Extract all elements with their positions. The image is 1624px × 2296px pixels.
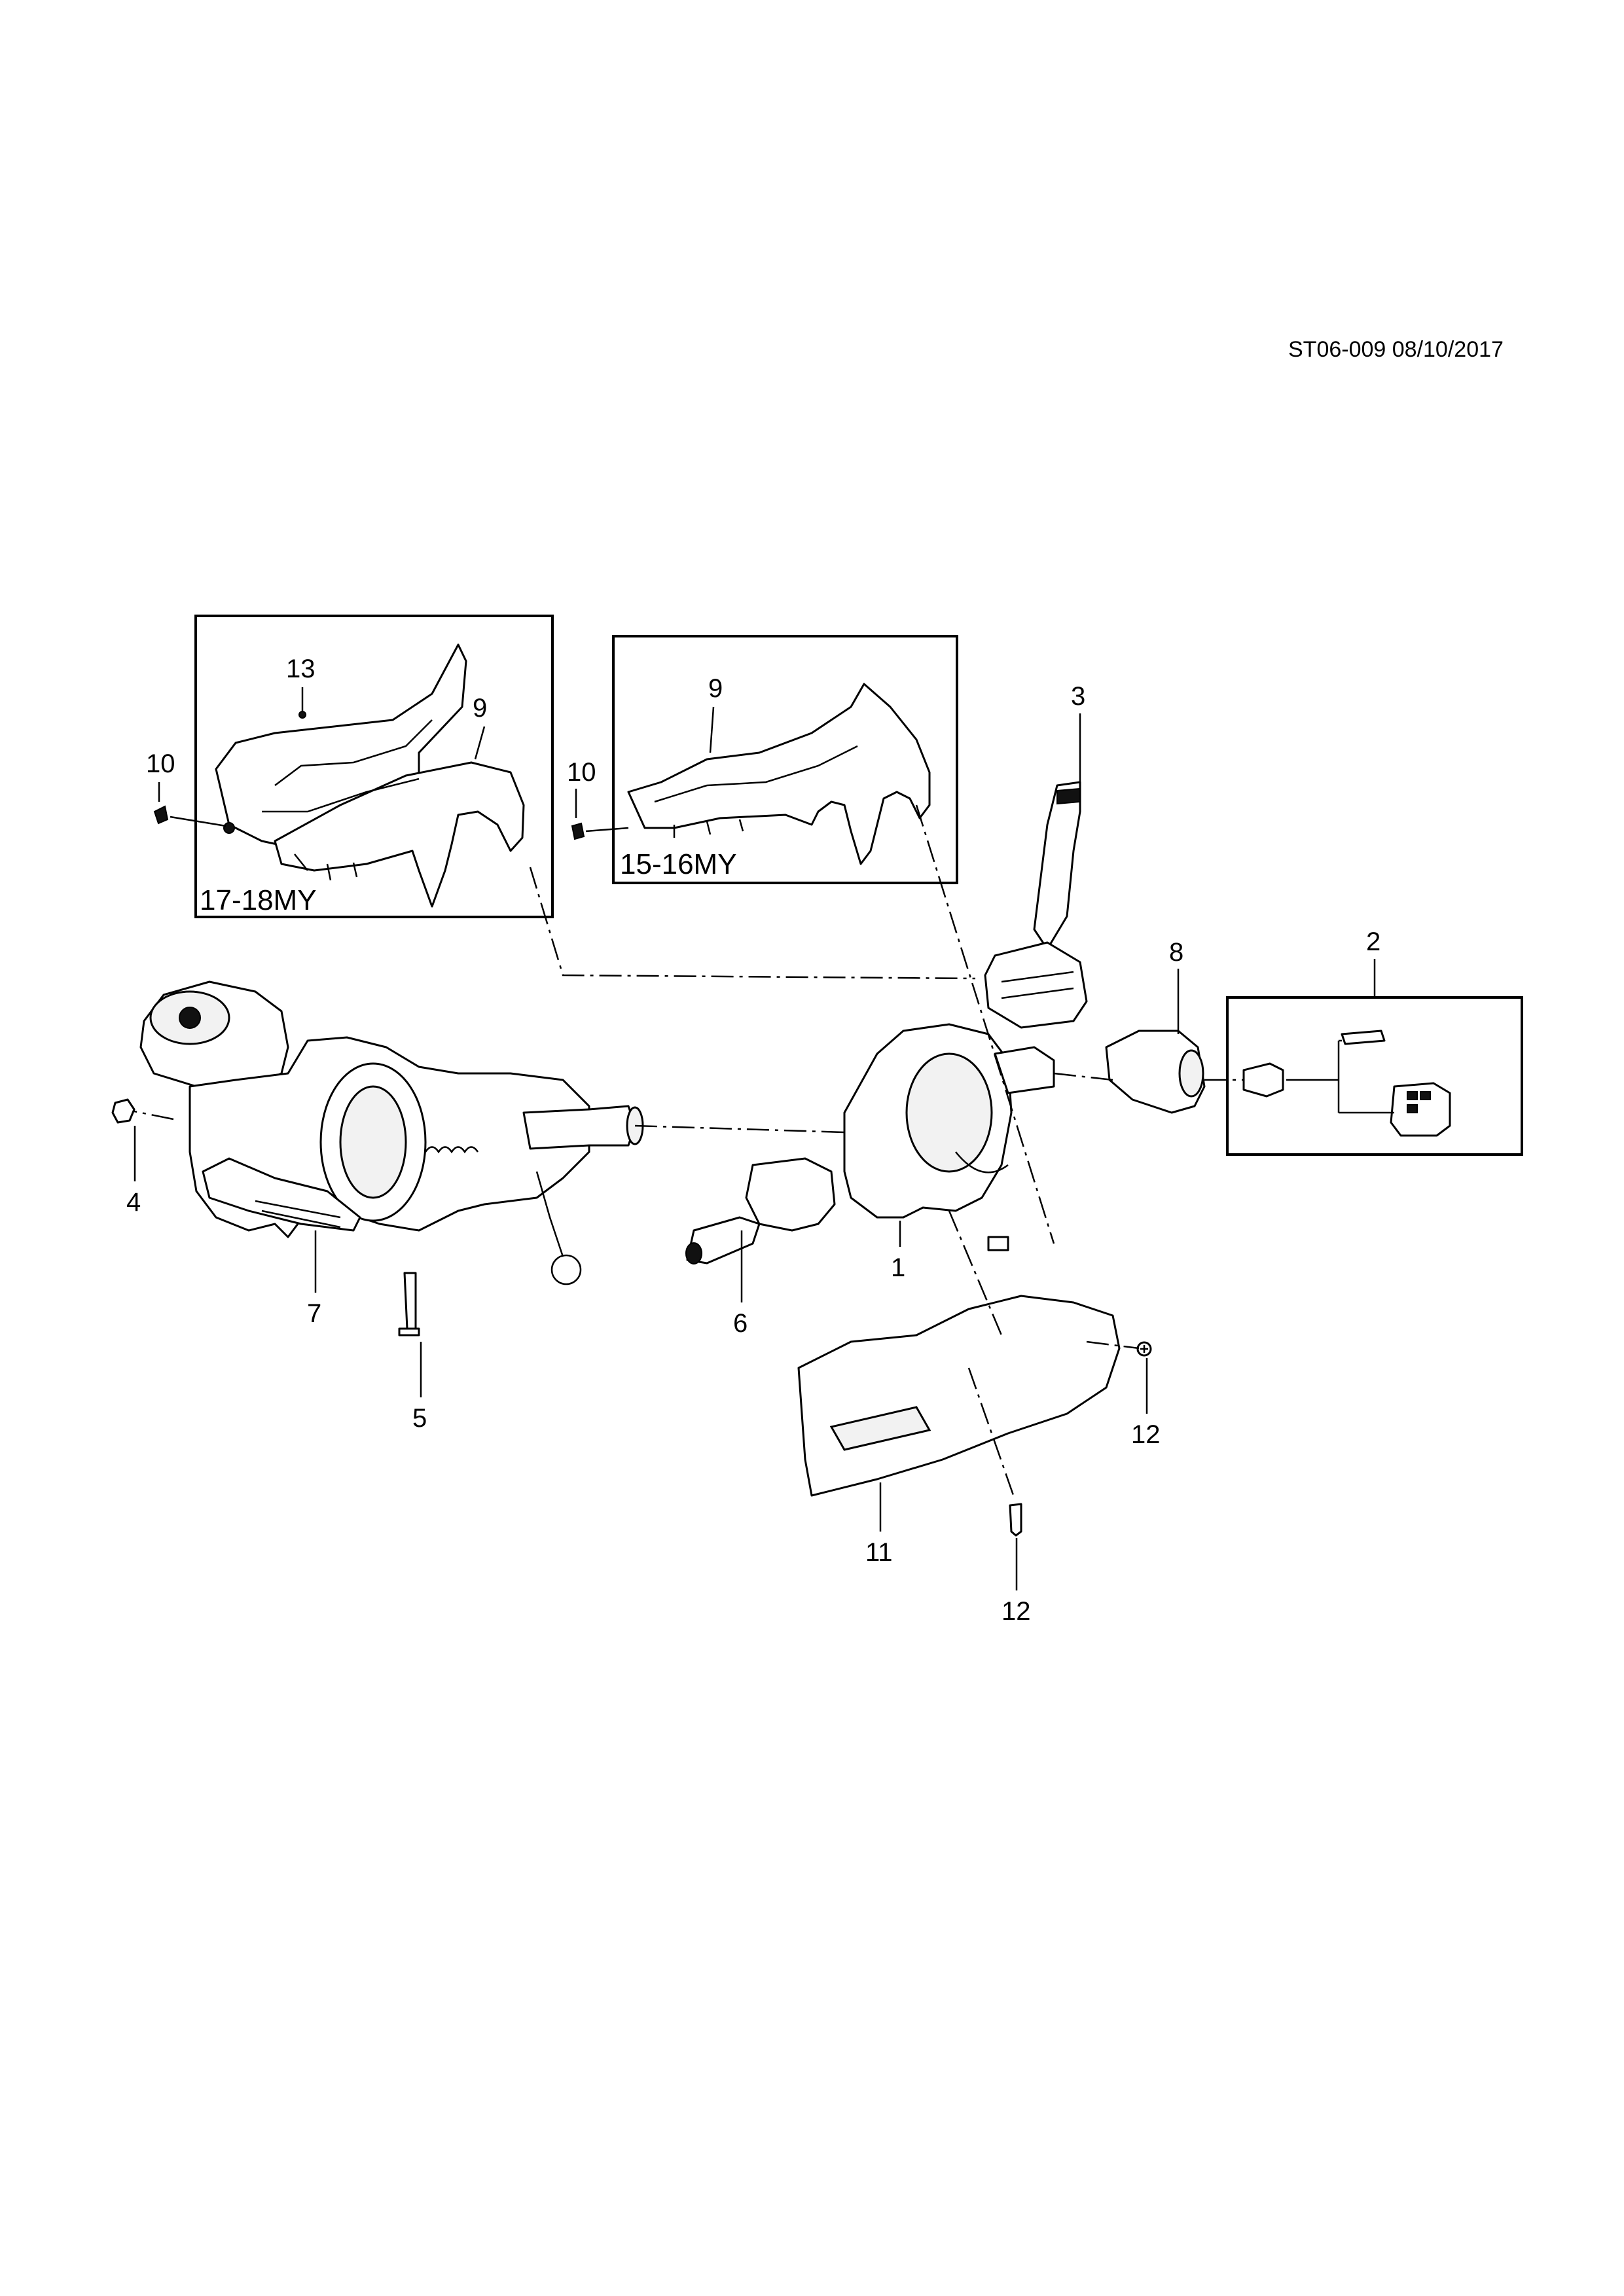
callout-2: 2 — [1366, 927, 1380, 956]
callout-11: 11 — [865, 1538, 893, 1567]
screw-12-lower — [1009, 1503, 1022, 1537]
inset-17-18my-frame — [194, 615, 554, 918]
leader-9a — [474, 726, 486, 760]
screw-12-upper — [1136, 1341, 1152, 1357]
callout-9-15-16my: 9 — [708, 674, 723, 703]
assembly-alignment-lines — [134, 804, 1244, 1499]
callout-4: 4 — [126, 1188, 141, 1217]
turn-signal-lever — [685, 1157, 836, 1265]
clip-15-16my — [571, 822, 585, 840]
upper-trim-cover-15-16my — [627, 683, 931, 865]
inset-15-16my-frame — [612, 635, 958, 884]
callout-12-lower: 12 — [1001, 1597, 1031, 1626]
variant-label-15-16my: 15-16MY — [620, 848, 737, 880]
screw-5 — [398, 1272, 420, 1336]
callout-8: 8 — [1169, 938, 1183, 967]
callout-7: 7 — [307, 1299, 321, 1328]
screw-13-marker — [298, 711, 306, 719]
callout-3: 3 — [1071, 682, 1085, 711]
inset-15-16my: 15-16MY — [571, 635, 958, 884]
variant-label-17-18my: 17-18MY — [200, 884, 317, 916]
lower-trim-cover — [797, 1295, 1121, 1497]
upper-trim-cover-17-18my — [215, 643, 525, 908]
clip-17-18my — [153, 805, 235, 834]
clip-17-18my-guideline — [170, 816, 226, 827]
bolt-4 — [111, 1098, 135, 1124]
callout-6: 6 — [733, 1309, 748, 1338]
callout-12-upper: 12 — [1131, 1420, 1161, 1449]
leader-9b — [709, 706, 715, 753]
inset-key-cylinder — [1226, 959, 1523, 1156]
steering-column-assembly — [139, 980, 644, 1285]
clock-spring-assembly — [843, 1023, 1055, 1251]
inset-17-18my: 17-18MY — [153, 615, 554, 918]
callout-10-15-16my: 10 — [567, 758, 596, 787]
callout-5: 5 — [412, 1404, 427, 1433]
callout-1: 1 — [891, 1253, 905, 1282]
callout-13: 13 — [286, 655, 316, 683]
ignition-lock-housing — [1105, 1030, 1206, 1114]
callout-10-17-18my: 10 — [146, 749, 175, 778]
document-code: ST06-009 08/10/2017 — [1288, 337, 1504, 362]
callout-9-17-18my: 9 — [473, 694, 487, 723]
wiper-switch-lever — [984, 781, 1088, 1029]
clip-15-16my-guideline — [585, 827, 629, 833]
